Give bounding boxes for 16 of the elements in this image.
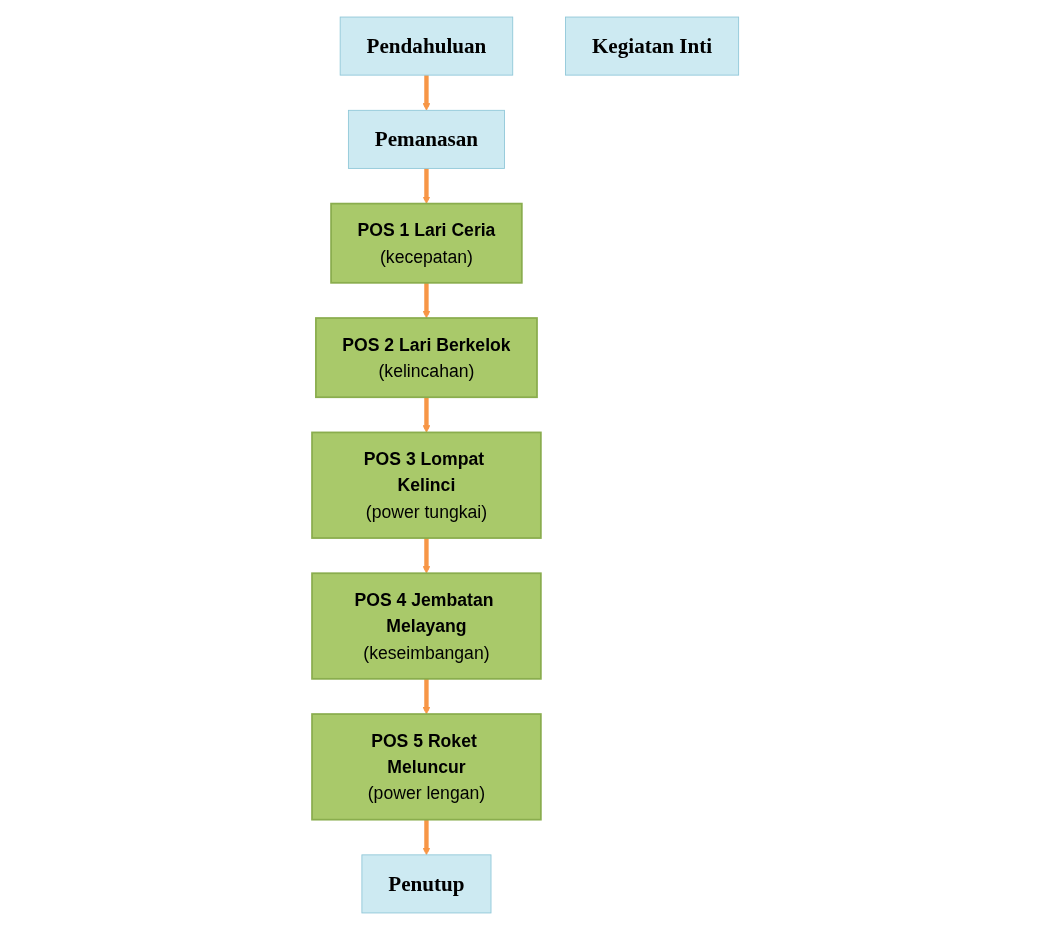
arrow [422, 75, 431, 111]
node-box: Kegiatan Inti [565, 16, 740, 76]
node-box: Pendahuluan [339, 16, 514, 76]
node-box: POS 3 Lompat Kelinci (power tungkai) [311, 431, 542, 539]
arrow [422, 819, 431, 856]
node-box: POS 5 Roket Meluncur (power lengan) [311, 713, 542, 821]
arrow [422, 168, 431, 204]
arrow [422, 397, 431, 433]
node-box: POS 2 Lari Berkelok (kelincahan) [315, 317, 538, 399]
arrow [422, 282, 431, 319]
node-box: POS 4 Jembatan Melayang (keseimbangan) [311, 572, 542, 680]
node-box: POS 1 Lari Ceria (kecepatan) [330, 202, 523, 284]
node-box: Pemanasan [348, 109, 506, 169]
arrow [422, 538, 431, 574]
node-box: Penutup [361, 854, 492, 914]
arrow [422, 678, 431, 715]
